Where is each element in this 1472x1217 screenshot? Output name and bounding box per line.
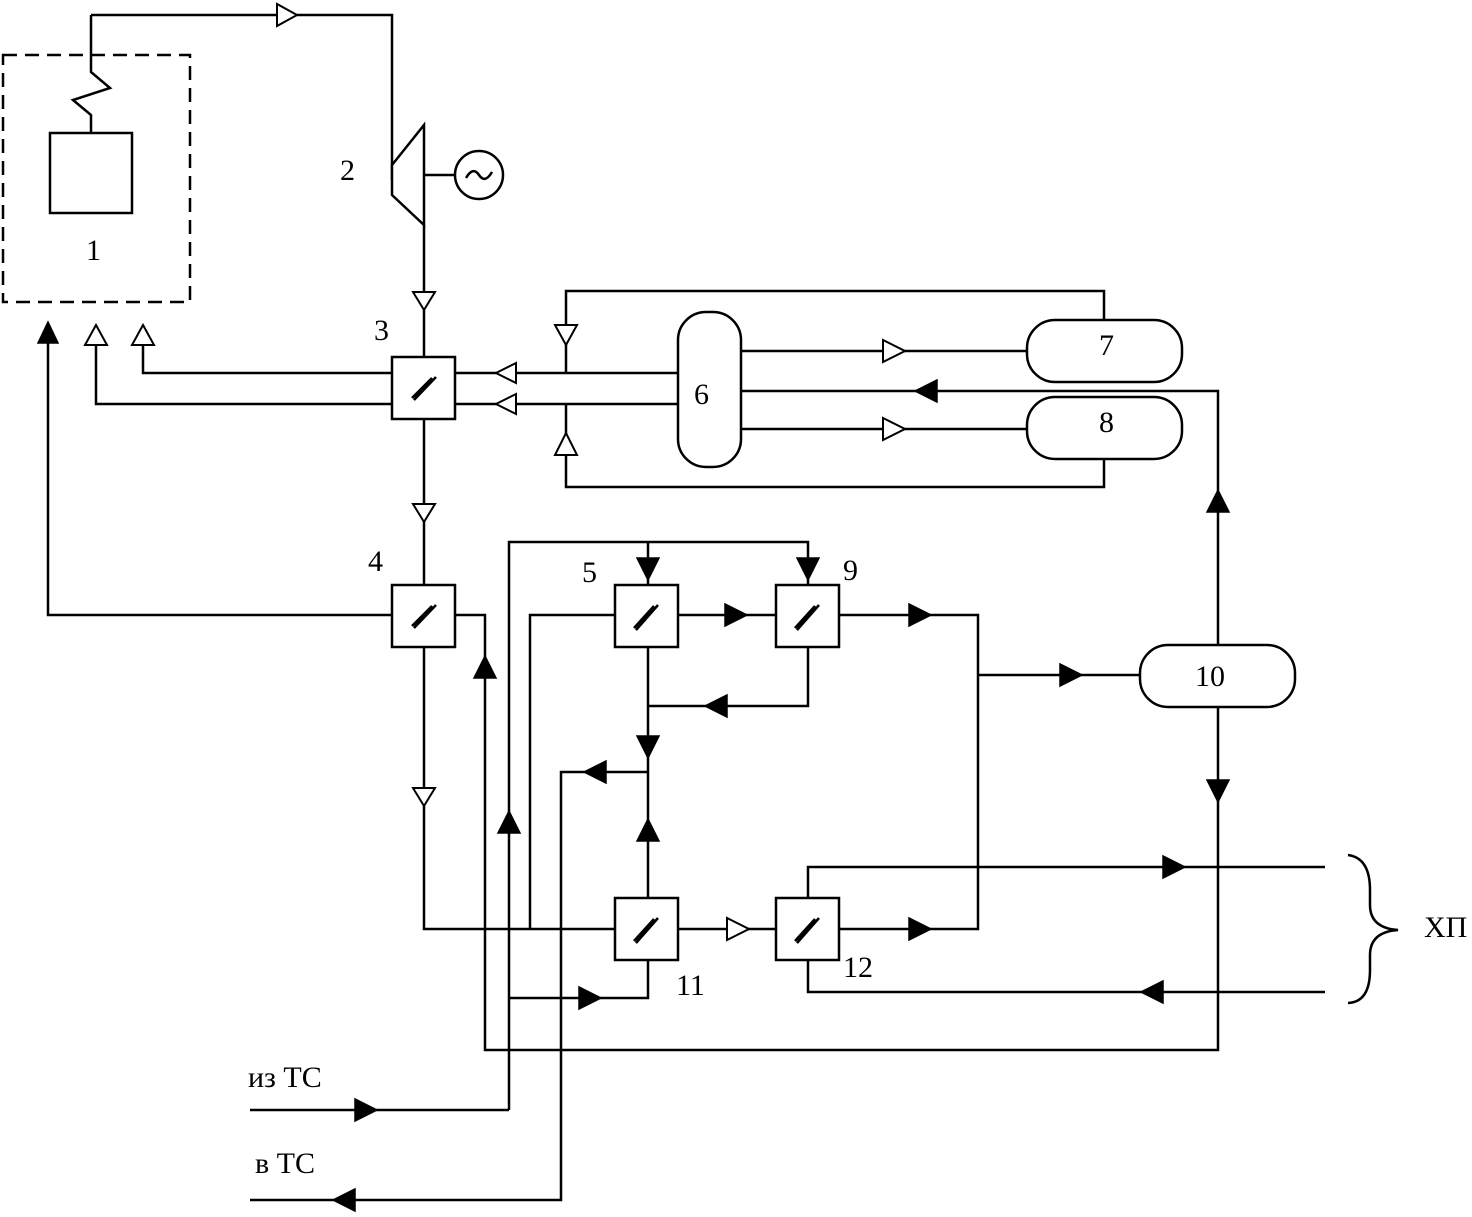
label-8: 8	[1099, 406, 1114, 439]
loop-line-7-top	[564, 289, 1106, 373]
flow-arrow-6-3-top	[493, 361, 517, 385]
heat-exchanger-3-coil	[411, 376, 437, 401]
label-9: 9	[843, 554, 858, 587]
flow-arrow-to-return	[582, 759, 607, 785]
flow-arrow-into-4	[472, 654, 498, 679]
flow-arrow-return-3b	[83, 322, 109, 346]
flow-arrow-6-7	[882, 338, 908, 364]
label-11: 11	[676, 969, 705, 1002]
flow-arrow-10-6	[913, 378, 938, 404]
heat-exchanger-12-coil	[794, 917, 820, 944]
return-line-from-4	[46, 325, 392, 617]
label-5: 5	[582, 556, 597, 589]
flow-arrow-loop-8	[553, 430, 579, 456]
flow-arrow-from-ts	[354, 1097, 379, 1123]
flow-arrow-network-supply	[496, 809, 522, 834]
flow-arrow-exhaust-2	[411, 503, 437, 524]
label-2: 2	[340, 154, 355, 187]
flow-arrow-steam	[276, 2, 300, 28]
flow-arrow-loop-7	[553, 324, 579, 348]
unit-1-dashed-boundary	[1, 53, 192, 304]
flow-arrow-10-down	[1205, 779, 1231, 804]
unit-1-block	[1, 15, 192, 304]
flow-arrow-condensate	[411, 787, 437, 808]
flow-arrow-drain-11	[578, 985, 603, 1011]
flow-arrow-return-3a	[130, 322, 156, 346]
label-from-ts: из ТС	[248, 1061, 322, 1094]
line-10-return	[455, 613, 1220, 1052]
condensate-line	[422, 647, 615, 931]
label-3: 3	[374, 314, 389, 347]
flow-arrow-into-5	[635, 557, 661, 582]
label-10: 10	[1195, 660, 1225, 693]
return-line-from-3a	[141, 325, 392, 375]
label-4: 4	[368, 545, 383, 578]
consumer-return-line	[806, 960, 1325, 994]
unit-1-heater-coil	[70, 15, 113, 133]
flow-arrow-drain-up	[635, 817, 661, 842]
heat-exchanger-5-coil	[633, 604, 659, 631]
label-1: 1	[86, 234, 101, 267]
flow-arrow-5-9	[724, 602, 749, 628]
flow-arrow-12-out	[908, 916, 933, 942]
flow-arrow-6-8	[882, 416, 908, 442]
heat-exchanger-4-coil	[411, 604, 437, 629]
network-return-line	[250, 770, 648, 1202]
flow-arrow-into-9	[795, 557, 821, 582]
label-to-ts: в ТС	[255, 1147, 315, 1180]
return-line-from-3b	[94, 325, 392, 406]
consumer-brace	[1347, 853, 1399, 1005]
collector-line	[839, 613, 980, 931]
generator-sine-glyph	[464, 169, 494, 181]
flow-arrow-to-ts	[331, 1187, 356, 1213]
flow-arrow-exhaust-1	[411, 291, 437, 312]
heat-exchanger-9-coil	[794, 604, 820, 631]
main-steam-line	[91, 13, 394, 58]
consumer-supply-line	[806, 865, 1325, 898]
flow-arrow-9-out	[908, 602, 933, 628]
loop-line-8-bottom	[564, 404, 1106, 489]
flow-arrow-10-up	[1205, 488, 1231, 513]
flow-arrow-11-12	[726, 916, 752, 942]
flow-arrow-consumer-out	[1162, 854, 1187, 880]
drain-line-11	[509, 960, 650, 1000]
label-6: 6	[694, 378, 709, 411]
label-12: 12	[843, 951, 873, 984]
flow-arrow-return-4	[36, 320, 60, 344]
flow-arrow-into-10	[1059, 662, 1084, 688]
unit-6	[676, 310, 743, 469]
unit-1-core	[48, 131, 134, 215]
heat-exchanger-11-coil	[633, 917, 659, 944]
drain-line-9	[648, 647, 810, 708]
label-7: 7	[1099, 329, 1114, 362]
turbine-2	[390, 121, 426, 228]
line-10-to-6	[741, 389, 1220, 645]
flow-arrow-6-3-bottom	[493, 392, 517, 416]
line-into-5	[528, 613, 615, 929]
label-hp: ХП	[1424, 911, 1467, 944]
flow-arrow-consumer-in	[1139, 979, 1164, 1005]
flow-arrow-drain-down	[635, 735, 661, 760]
flow-arrow-drain-9	[703, 693, 728, 719]
